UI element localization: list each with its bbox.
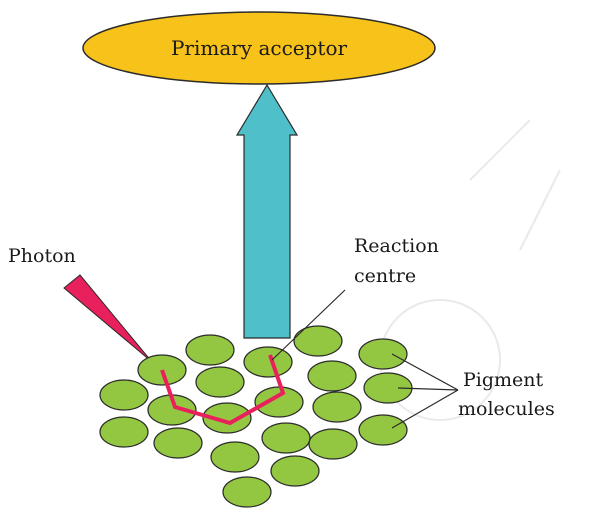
pigment-molecule xyxy=(99,416,149,448)
pigment-molecule xyxy=(293,325,343,357)
primary-acceptor-ellipse xyxy=(82,11,436,85)
pigment-molecule xyxy=(358,414,408,446)
pigment-molecule xyxy=(270,455,320,487)
pigment-molecules xyxy=(99,325,413,508)
pigment-label-line1: Pigment xyxy=(463,369,544,391)
up-arrow-icon xyxy=(235,83,299,339)
pigment-molecule xyxy=(99,379,149,411)
energy-transfer-path xyxy=(160,354,286,426)
pigment-label-line2: molecules xyxy=(458,398,555,420)
pigment-molecule xyxy=(202,402,252,434)
photon-wedge-icon xyxy=(63,274,153,363)
photon-label: Photon xyxy=(8,245,76,267)
pigment-molecule xyxy=(210,441,260,473)
reaction-centre-label-line1: Reaction xyxy=(354,235,439,257)
pigment-molecule xyxy=(307,360,357,392)
pigment-molecule xyxy=(261,422,311,454)
reaction-centre-label-line2: centre xyxy=(354,265,416,287)
pigment-molecule xyxy=(195,366,245,398)
pigment-molecule xyxy=(254,386,304,418)
pigment-pointer xyxy=(397,387,459,391)
pigment-molecule xyxy=(185,334,235,366)
pigment-molecule xyxy=(312,391,362,423)
reaction-centre-pointer xyxy=(271,289,346,361)
primary-acceptor-label: Primary acceptor xyxy=(171,36,348,60)
pigment-molecule xyxy=(308,428,358,460)
pigment-molecule xyxy=(222,476,272,508)
pigment-molecule xyxy=(153,427,203,459)
pigment-molecule xyxy=(243,346,293,378)
pigment-molecule xyxy=(358,338,408,370)
pigment-pointer xyxy=(391,353,459,391)
pigment-pointers xyxy=(391,353,459,429)
pigment-pointer xyxy=(391,389,459,429)
